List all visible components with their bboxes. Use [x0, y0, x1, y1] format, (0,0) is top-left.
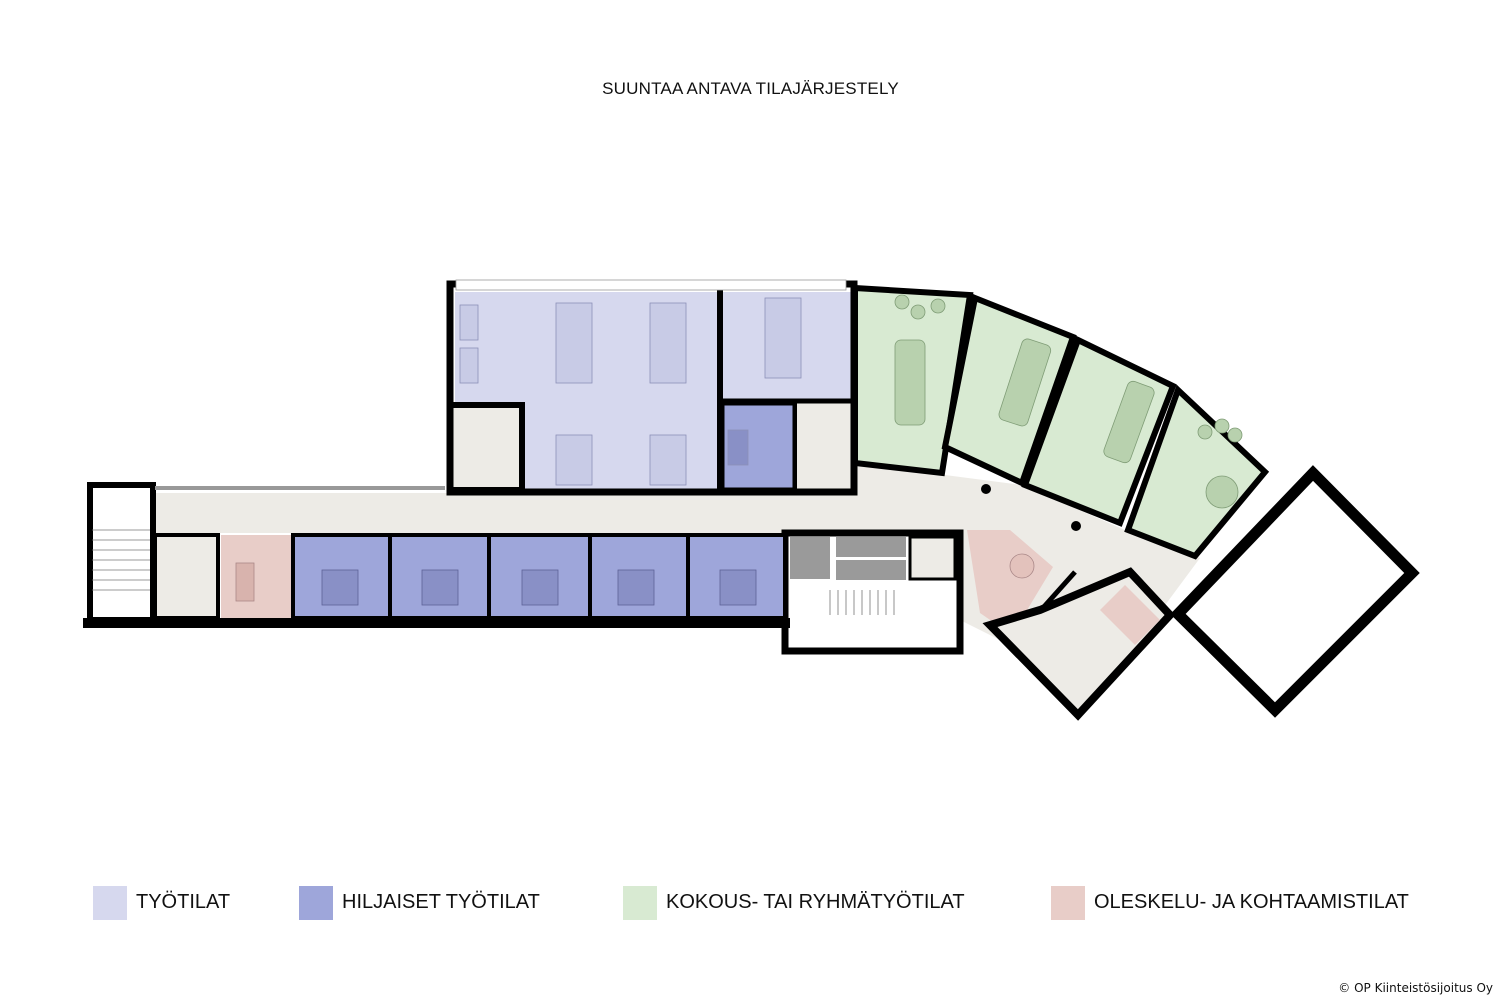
desks-open	[459, 297, 802, 486]
column	[1071, 521, 1081, 531]
legend-meeting: KOKOUS- TAI RYHMÄTYÖTILAT	[623, 885, 965, 920]
lounge-area	[967, 530, 1053, 635]
elevator-2	[836, 537, 906, 557]
legend-swatch	[623, 885, 657, 920]
stairs-core	[829, 590, 895, 615]
copyright: © OP Kiinteistösijoitus Oy	[1338, 981, 1493, 995]
window-strip	[455, 279, 847, 291]
kitchenette-right	[1100, 585, 1160, 645]
legend-swatch	[299, 885, 333, 920]
corridor-left-wing	[155, 493, 855, 533]
legend-label: HILJAISET TYÖTILAT	[342, 891, 540, 913]
quiet-desks	[321, 569, 757, 606]
utility-room	[797, 403, 852, 490]
stairwell-left	[87, 482, 156, 623]
legend-swatch	[1051, 885, 1085, 920]
plan-title: SUUNTAA ANTAVA TILAJÄRJESTELY	[602, 79, 899, 98]
meeting-room-4	[1124, 384, 1270, 560]
column	[981, 484, 991, 494]
legend-swatch	[93, 885, 127, 920]
storage-room	[447, 402, 525, 493]
elevator-3	[836, 560, 906, 580]
unused-block	[1170, 465, 1420, 718]
stairs-left	[92, 529, 150, 591]
legend-workspace: TYÖTILAT	[93, 885, 230, 920]
legend-label: OLESKELU- JA KOHTAAMISTILAT	[1094, 891, 1409, 913]
lounge-table	[1009, 553, 1035, 579]
legend-label: KOKOUS- TAI RYHMÄTYÖTILAT	[666, 891, 965, 913]
elevator-1	[790, 537, 830, 579]
meeting-tables	[894, 294, 1243, 509]
legend-label: TYÖTILAT	[136, 891, 231, 913]
kitchenette-left	[221, 535, 291, 618]
dining-table	[235, 562, 255, 602]
toilets-left	[153, 533, 220, 620]
shaft	[908, 535, 957, 581]
legend-quiet-workspace: HILJAISET TYÖTILAT	[299, 885, 540, 920]
legend-lounge: OLESKELU- JA KOHTAAMISTILAT	[1051, 885, 1409, 920]
